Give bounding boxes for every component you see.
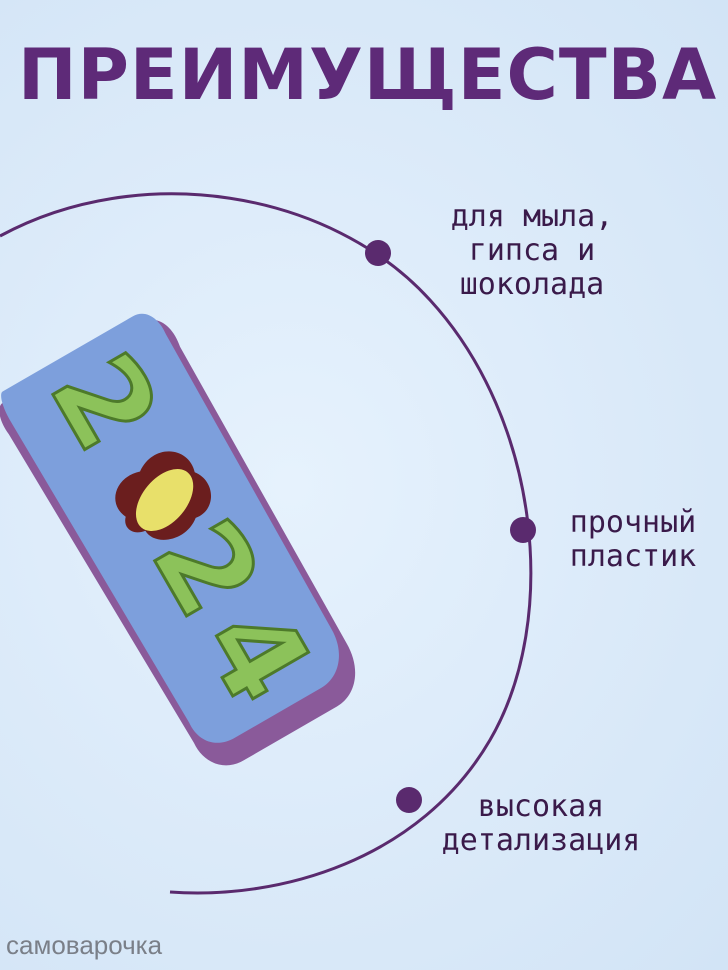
product-image: 2 2 4 — [0, 313, 355, 766]
feature-durable-plastic: прочный пластик — [569, 505, 697, 574]
page-title: ПРЕИМУЩЕСТВА — [18, 34, 718, 116]
feature-soap-plaster-chocolate: для мыла, гипса и шоколада — [450, 199, 614, 302]
arc-line — [0, 192, 533, 895]
bullet-dot-2 — [510, 517, 536, 543]
bullet-dot-1 — [365, 240, 391, 266]
bullet-dot-3 — [396, 787, 422, 813]
feature-high-detail: высокая детализация — [441, 789, 641, 858]
dragon-emblem — [115, 451, 211, 540]
shop-watermark: самоварочка — [6, 930, 163, 960]
